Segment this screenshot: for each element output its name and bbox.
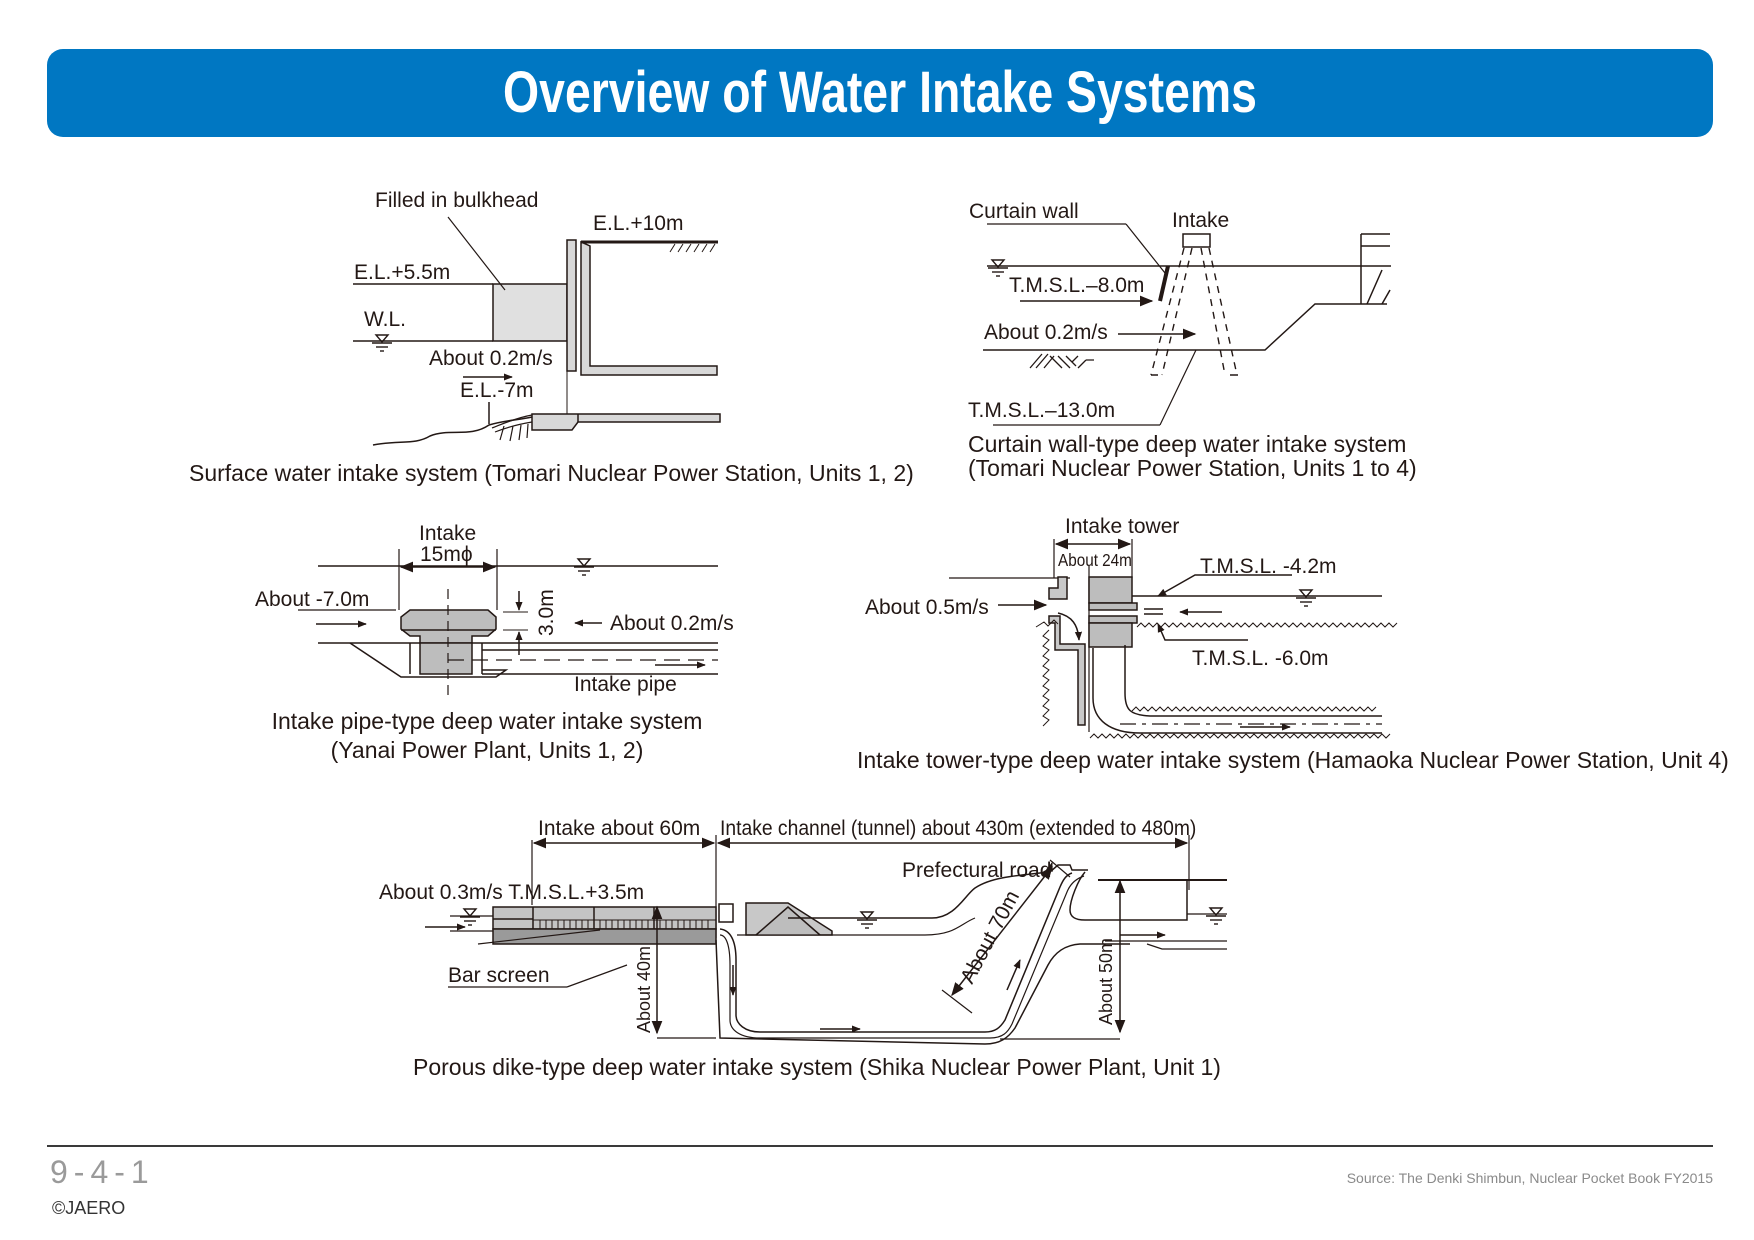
intake-tower-labels: Intake tower About 24m T.M.S.L. -4.2m Ab… bbox=[857, 515, 1729, 773]
label-diameter: 15mϕ bbox=[420, 543, 473, 566]
intake-dashed-outline bbox=[1150, 247, 1238, 376]
label-intake-pipe: Intake pipe bbox=[574, 673, 677, 696]
bar-screen-leader bbox=[566, 964, 628, 988]
intake-pipe-labels: Intake 15mϕ About -7.0m 3.0m About 0.2m/… bbox=[255, 522, 734, 763]
intake-shaft bbox=[419, 642, 473, 675]
road-leader bbox=[1046, 862, 1053, 876]
label-velocity: About 0.2m/s bbox=[610, 612, 734, 635]
ground-hatch-mid bbox=[1131, 706, 1377, 712]
curtain-wall-diagram bbox=[983, 223, 1391, 426]
water-level-icon-mid bbox=[856, 911, 878, 929]
bedrock-hatch bbox=[1029, 353, 1094, 369]
bulkhead-block bbox=[492, 283, 568, 342]
surface-intake-labels: Filled in bulkhead E.L.+10m E.L.+5.5m W.… bbox=[189, 189, 914, 486]
tmsl-6-leader bbox=[1157, 623, 1248, 641]
label-depth-50: About 50m bbox=[1096, 938, 1116, 1025]
page-number: 9-4-1 bbox=[50, 1154, 155, 1190]
label-tmsl-13m: T.M.S.L.–13.0m bbox=[968, 399, 1115, 422]
intake-sill bbox=[531, 413, 721, 431]
intake-channel bbox=[580, 240, 718, 376]
slope-70-dimension bbox=[951, 865, 1053, 997]
label-intake-tower: Intake tower bbox=[1065, 515, 1179, 538]
footer-divider bbox=[47, 1145, 1713, 1147]
label-road: Prefectural road bbox=[902, 859, 1051, 882]
water-level-icon-right bbox=[1205, 907, 1227, 925]
label-velocity-level: About 0.3m/s T.M.S.L.+3.5m bbox=[379, 881, 644, 904]
curtain-leader bbox=[1125, 223, 1166, 274]
breakwater-upper bbox=[1048, 576, 1068, 600]
intake-head bbox=[1182, 233, 1211, 248]
tunnel-outer bbox=[715, 939, 1130, 1045]
water-level-icon bbox=[1295, 589, 1317, 607]
label-bar-screen: Bar screen bbox=[448, 964, 550, 987]
tower-base bbox=[1088, 622, 1133, 648]
caption-porous: Porous dike-type deep water intake syste… bbox=[413, 1054, 1221, 1080]
ground-hatch-bottom bbox=[1089, 733, 1391, 739]
flow-arrow-up bbox=[1006, 959, 1021, 991]
label-depth: About -7.0m bbox=[255, 588, 369, 611]
water-level-icon-left bbox=[459, 908, 481, 926]
label-depth-40: About 40m bbox=[634, 946, 654, 1033]
label-intake: Intake bbox=[1172, 209, 1229, 232]
tmsl-4-2-leader bbox=[1157, 574, 1292, 597]
porous-dike-diagram bbox=[425, 835, 1227, 1045]
label-height: 3.0m bbox=[535, 589, 558, 636]
intake-tower-diagram bbox=[949, 538, 1398, 739]
label-el-10m: E.L.+10m bbox=[593, 212, 683, 235]
copyright: ©JAERO bbox=[52, 1198, 126, 1218]
title-banner: Overview of Water Intake Systems bbox=[47, 49, 1713, 137]
label-velocity: About 0.5m/s bbox=[865, 596, 989, 619]
intake-pipe-lines bbox=[318, 642, 718, 675]
label-bulkhead: Filled in bulkhead bbox=[375, 189, 538, 212]
caption-pipe-2: (Yanai Power Plant, Units 1, 2) bbox=[331, 737, 644, 763]
water-level-icon bbox=[371, 334, 393, 352]
curtain-wall bbox=[1158, 265, 1170, 302]
label-intake: Intake bbox=[419, 522, 476, 545]
label-tmsl-6: T.M.S.L. -6.0m bbox=[1192, 647, 1329, 670]
intake-pipe-diagram bbox=[298, 549, 718, 696]
breakwater-lower bbox=[1048, 615, 1086, 726]
label-el-minus7m: E.L.-7m bbox=[460, 379, 534, 402]
tower-top bbox=[1088, 576, 1133, 604]
bulkhead-leader bbox=[447, 216, 506, 291]
label-tmsl-4-2: T.M.S.L. -4.2m bbox=[1200, 555, 1337, 578]
label-velocity: About 0.2m/s bbox=[429, 347, 553, 370]
label-width: About 24m bbox=[1058, 550, 1132, 570]
curtain-wall-labels: Curtain wall Intake T.M.S.L.–8.0m About … bbox=[968, 200, 1417, 481]
label-channel-length: Intake channel (tunnel) about 430m (exte… bbox=[720, 817, 1196, 840]
tunnel-inner bbox=[719, 872, 1073, 1033]
ground-hatch-top bbox=[1035, 619, 1398, 628]
caption-curtain-2: (Tomari Nuclear Power Station, Units 1 t… bbox=[968, 455, 1417, 481]
caption-curtain-1: Curtain wall-type deep water intake syst… bbox=[968, 431, 1406, 457]
dike-base bbox=[492, 928, 717, 945]
page-title: Overview of Water Intake Systems bbox=[503, 60, 1257, 125]
caption-surface: Surface water intake system (Tomari Nucl… bbox=[189, 460, 914, 486]
outlet-basin bbox=[1069, 871, 1188, 921]
dike-upper bbox=[492, 906, 717, 930]
source-note: Source: The Denki Shimbun, Nuclear Pocke… bbox=[1346, 1170, 1713, 1186]
label-el-5-5m: E.L.+5.5m bbox=[354, 261, 450, 284]
label-velocity: About 0.2m/s bbox=[984, 321, 1108, 344]
quay-structure bbox=[1360, 233, 1391, 305]
flow-arrow-curve bbox=[1057, 612, 1083, 641]
trench-outline bbox=[349, 642, 509, 678]
tunnel-lower bbox=[1092, 648, 1382, 734]
water-level-icon bbox=[573, 558, 595, 576]
seabed-profile bbox=[983, 303, 1387, 351]
label-tmsl-8m: T.M.S.L.–8.0m bbox=[1009, 274, 1144, 297]
ground-hatch-left bbox=[1042, 629, 1050, 727]
caption-tower: Intake tower-type deep water intake syst… bbox=[857, 747, 1729, 773]
surface-intake-diagram bbox=[353, 216, 721, 446]
water-level-icon bbox=[987, 259, 1009, 277]
front-wall bbox=[566, 239, 577, 372]
intake-gate bbox=[718, 903, 734, 923]
label-intake-length: Intake about 60m bbox=[538, 817, 700, 840]
label-wl: W.L. bbox=[364, 308, 406, 331]
caption-pipe-1: Intake pipe-type deep water intake syste… bbox=[272, 708, 703, 734]
label-curtain-wall: Curtain wall bbox=[969, 200, 1079, 223]
tunnel-upper bbox=[1124, 645, 1382, 717]
